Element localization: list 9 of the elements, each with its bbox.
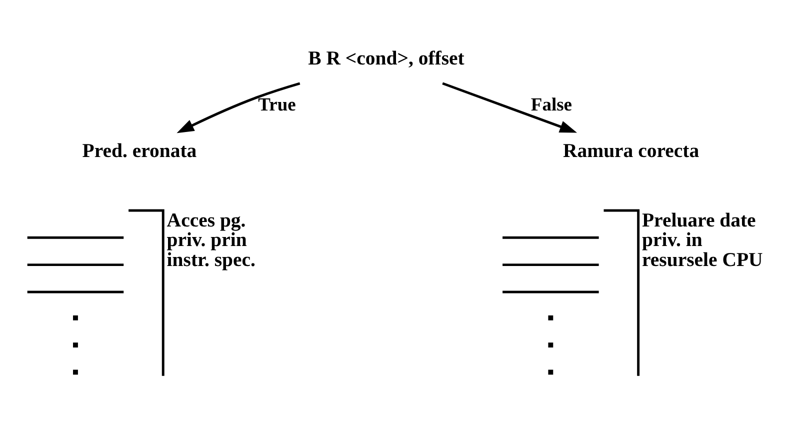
arrow xyxy=(176,82,300,134)
label: Preluare date priv. in resursele CPU xyxy=(642,209,763,271)
label: Acces pg. priv. prin instr. spec. xyxy=(166,209,256,271)
arrow xyxy=(442,82,578,133)
node-text: Pred. eronata xyxy=(82,140,197,162)
edge-label: False xyxy=(530,96,572,116)
node-text: Ramura corecta xyxy=(563,140,700,162)
edge-label: True xyxy=(258,96,296,116)
node-text: B R <cond>, offset xyxy=(308,48,464,70)
